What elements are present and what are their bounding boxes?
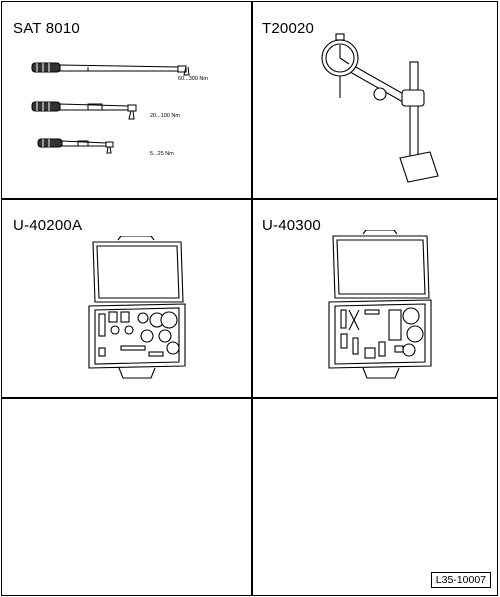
- cell-title-u-40200a: U-40200A: [13, 217, 83, 234]
- range-label-small: 5...25 Nm: [150, 151, 174, 157]
- torque-wrench-large: [31, 62, 190, 76]
- range-label-medium: 20...100 Nm: [150, 113, 180, 119]
- reference-number: L35-10007: [430, 572, 491, 588]
- cell-title-sat-8010: SAT 8010: [13, 20, 80, 37]
- grid-row-divider-2: [2, 397, 497, 399]
- cell-title-t20020: T20020: [262, 20, 315, 37]
- range-label-large: 60...300 Nm: [178, 76, 208, 82]
- case-lid: [92, 241, 184, 303]
- cell-title-u-40300: U-40300: [262, 217, 321, 234]
- tool-case-u-40300-drawing: [328, 230, 432, 379]
- grid-row-divider-1: [2, 198, 497, 200]
- torque-wrench-set-drawing: 60...300 Nm 20...100 Nm 5...25 Nm: [31, 62, 208, 157]
- torque-wrench-small: [37, 138, 114, 154]
- stand-base: [399, 151, 439, 183]
- stand-clamp: [401, 89, 425, 107]
- tool-case-u-40200a-drawing: [88, 236, 186, 379]
- dial-gauge-stand-drawing: [321, 33, 439, 183]
- grid-vertical-divider: [251, 2, 253, 595]
- torque-wrench-medium: [31, 101, 137, 120]
- case-lid: [332, 235, 430, 299]
